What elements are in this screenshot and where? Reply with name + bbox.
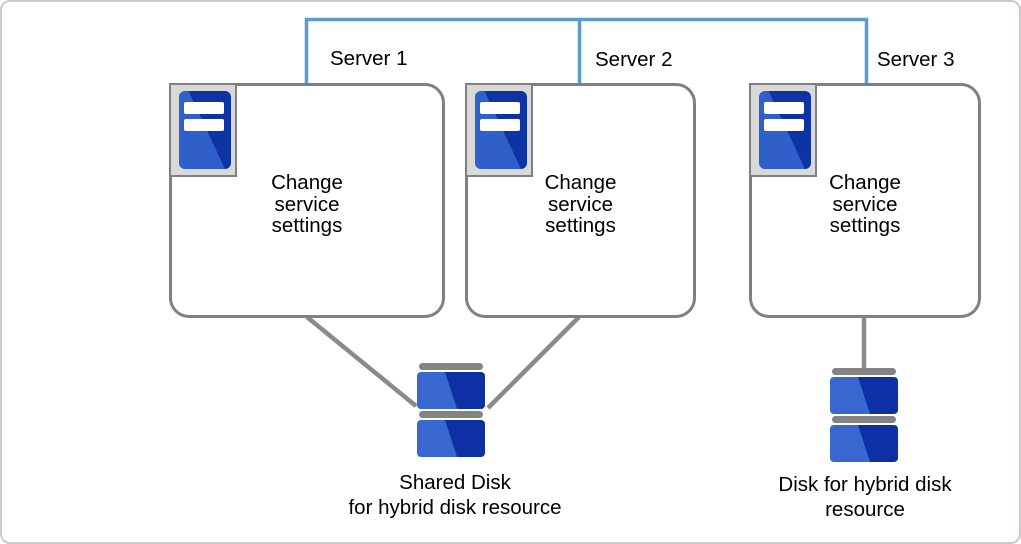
- hybrid-disk-label-line1: Disk for hybrid disk: [778, 473, 952, 496]
- server-icon-body: [179, 91, 231, 169]
- shared-disk-label-line2: for hybrid disk resource: [348, 495, 562, 519]
- server-icon-body: [475, 91, 527, 169]
- server-icon-slot: [184, 119, 224, 131]
- server-1-box: Change service settings: [169, 83, 445, 318]
- server-icon: [749, 83, 817, 177]
- server1-shared-disk-link: [305, 315, 418, 408]
- server-icon-body: [759, 91, 811, 169]
- disk-cap: [419, 363, 483, 370]
- disk-cap: [832, 416, 896, 423]
- shared-disk-icon: [417, 363, 485, 459]
- server-2-label: Server 2: [595, 48, 673, 71]
- server-icon: [169, 83, 237, 177]
- hybrid-disk-label: Disk for hybrid disk resource: [705, 473, 1019, 522]
- disk-platter: [417, 420, 485, 457]
- shared-disk-label-line1: Shared Disk: [399, 471, 511, 494]
- disk-cap: [419, 411, 483, 418]
- hybrid-disk-icon: [830, 368, 898, 464]
- server-1-action-text: Change service settings: [271, 171, 343, 237]
- hybrid-disk-label-line2: resource: [825, 497, 905, 521]
- disk-platter: [830, 425, 898, 462]
- server-3-box: Change service settings: [749, 83, 981, 318]
- server-icon: [465, 83, 533, 177]
- disk-platter: [417, 372, 485, 409]
- shared-disk-label: Shared Disk for hybrid disk resource: [295, 471, 615, 520]
- server-icon-slot: [480, 102, 520, 114]
- server-2-box: Change service settings: [465, 83, 696, 318]
- server-3-label: Server 3: [877, 48, 955, 71]
- server-1-label: Server 1: [330, 47, 408, 70]
- server-icon-slot: [480, 119, 520, 131]
- server-icon-slot: [764, 102, 804, 114]
- server-2-action-text: Change service settings: [544, 171, 617, 237]
- server2-shared-disk-link: [486, 315, 581, 410]
- server-3-action-text: Change service settings: [829, 171, 901, 237]
- network-line: [304, 17, 869, 83]
- disk-platter: [830, 377, 898, 414]
- server-icon-slot: [764, 119, 804, 131]
- server-icon-slot: [184, 102, 224, 114]
- disk-cap: [832, 368, 896, 375]
